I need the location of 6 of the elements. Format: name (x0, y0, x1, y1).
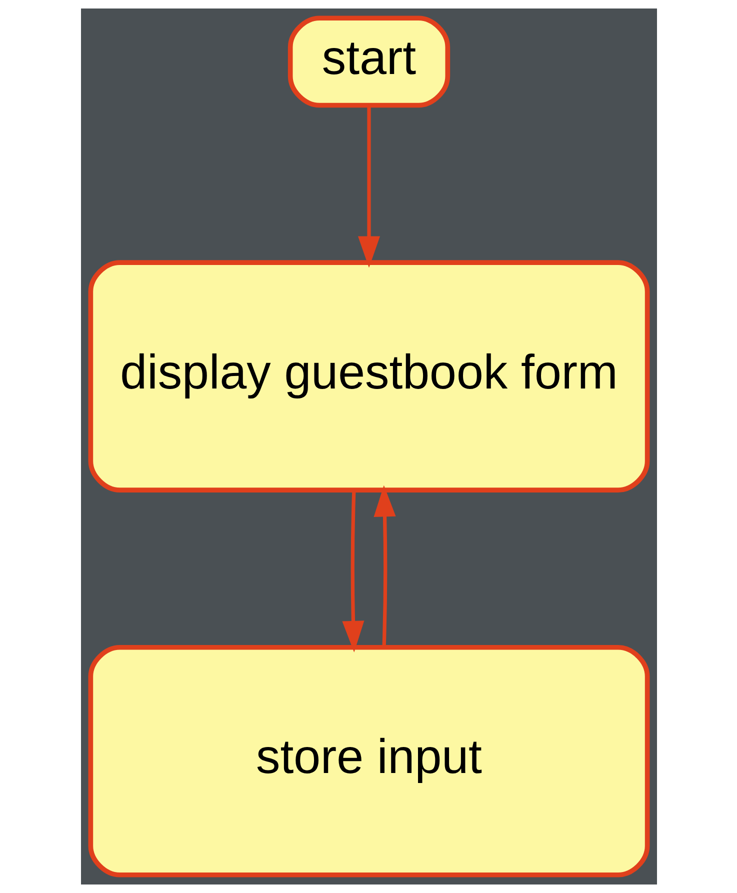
arrow (357, 106, 380, 268)
node-box: start (287, 16, 450, 108)
arrow (342, 490, 364, 652)
node-box: store input (88, 644, 650, 878)
arrow (373, 485, 396, 647)
node-box: display guestbook form (88, 260, 650, 492)
